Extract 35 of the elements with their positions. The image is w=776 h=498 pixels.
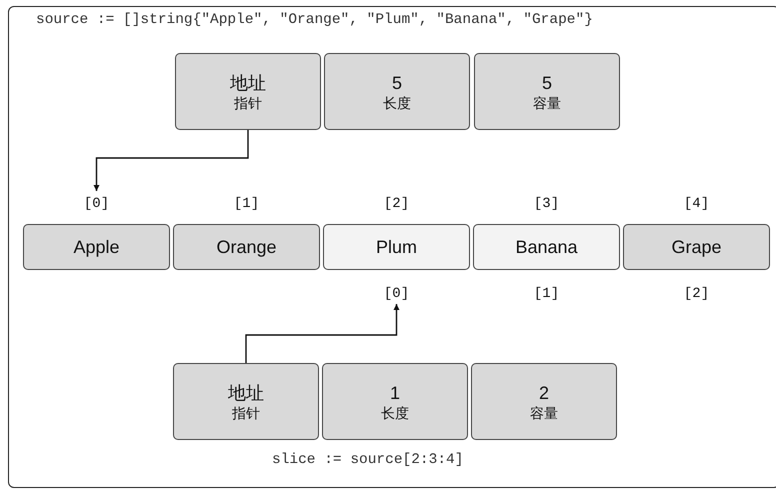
slice-header-box: [471, 363, 617, 440]
field-value: 5: [392, 72, 402, 94]
field-name: 指针: [232, 404, 260, 422]
field-value: Banana: [515, 236, 578, 258]
slice-header-box: [173, 363, 319, 440]
index-label: [1]: [532, 286, 560, 302]
slice-header-box: [175, 53, 321, 130]
field-value: Orange: [216, 236, 277, 258]
field-name: 指针: [234, 94, 262, 112]
pointer-arrow: [245, 304, 400, 363]
index-label: [2]: [382, 196, 410, 212]
field-value: 1: [390, 382, 400, 404]
index-label: [0]: [82, 196, 110, 212]
slice-header-box: [322, 363, 468, 440]
field-name: 长度: [381, 404, 409, 422]
slice-header-box: [324, 53, 470, 130]
field-value: Grape: [671, 236, 722, 258]
field-name: 长度: [383, 94, 411, 112]
field-name: 容量: [533, 94, 561, 112]
field-value: 2: [538, 382, 549, 404]
index-label: [0]: [382, 286, 410, 302]
field-value: 5: [542, 72, 552, 94]
field-value: Apple: [73, 236, 120, 258]
index-label: [2]: [682, 286, 710, 302]
field-value: 地址: [228, 382, 264, 404]
code-line: source := []string{"Apple", "Orange", "Plum", "Banana", "Grape"}: [36, 12, 593, 28]
field-value: 地址: [230, 72, 266, 94]
index-label: [1]: [232, 196, 260, 212]
slice-header-box: [474, 53, 620, 130]
index-label: [3]: [532, 196, 560, 212]
field-name: 容量: [530, 404, 558, 422]
code-line: slice := source[2:3:4]: [272, 452, 464, 468]
pointer-arrow: [94, 130, 249, 191]
index-label: [4]: [682, 196, 710, 212]
field-value: Plum: [376, 236, 417, 258]
